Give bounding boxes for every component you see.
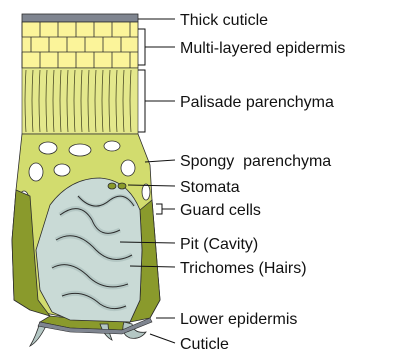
label-spongy-parenchyma: Spongy parenchyma — [180, 153, 331, 170]
label-stomata: Stomata — [180, 179, 240, 196]
thick-cuticle-layer — [22, 14, 138, 22]
label-multi-layered-epidermis: Multi-layered epidermis — [180, 40, 345, 57]
label-lower-epidermis: Lower epidermis — [180, 311, 297, 328]
label-cuticle: Cuticle — [180, 336, 229, 353]
label-palisade-parenchyma: Palisade parenchyma — [180, 94, 334, 111]
label-guard-cells: Guard cells — [180, 202, 261, 219]
multi-layered-epidermis — [22, 22, 138, 68]
label-thick-cuticle: Thick cuticle — [180, 12, 268, 29]
label-trichomes-hairs: Trichomes (Hairs) — [180, 260, 307, 277]
palisade-parenchyma — [22, 68, 138, 134]
label-pit-cavity: Pit (Cavity) — [180, 236, 258, 253]
